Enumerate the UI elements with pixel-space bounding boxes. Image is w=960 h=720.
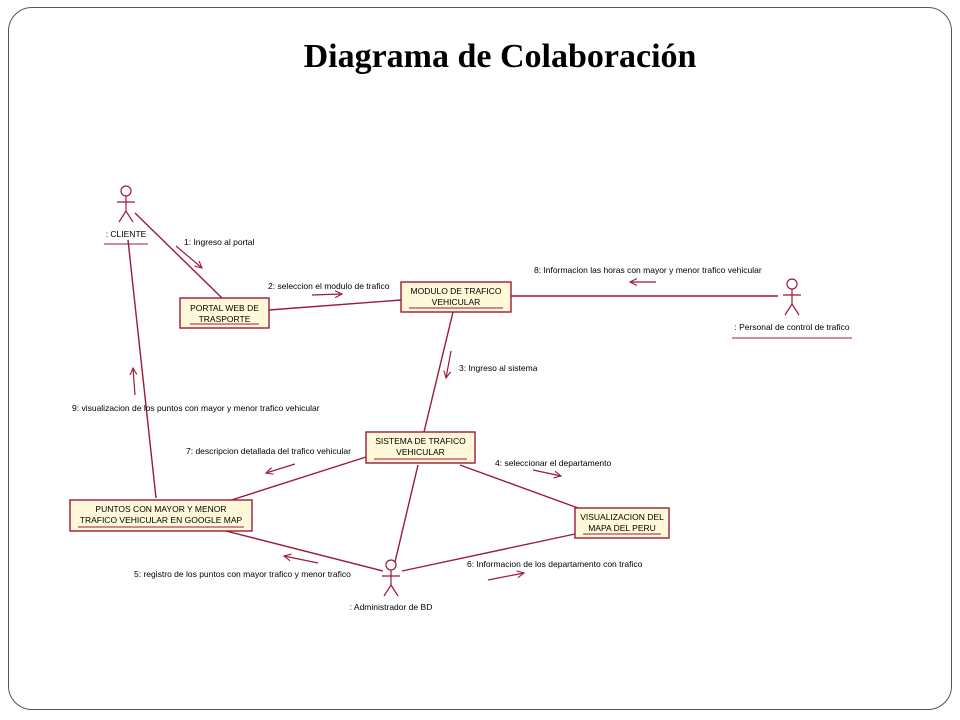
actor-personal[interactable]: : Personal de control de trafico (732, 278, 852, 339)
object-mapa[interactable]: VISUALIZACION DEL MAPA DEL PERU (574, 507, 670, 539)
message-3: 3: Ingreso al sistema (459, 363, 538, 373)
object-modulo-line1: MODULO DE TRAFICO (411, 286, 502, 296)
message-7: 7: descripcion detallada del trafico veh… (186, 446, 351, 456)
object-portal-line1: PORTAL WEB DE (190, 303, 259, 313)
actor-admin-label: : Administrador de BD (350, 602, 433, 612)
link-sistema-puntos (221, 456, 367, 504)
actor-personal-label: : Personal de control de trafico (734, 322, 850, 332)
actor-personal-icon (783, 278, 801, 316)
link-portal-modulo (268, 299, 402, 311)
actor-cliente-label: : CLIENTE (106, 229, 147, 239)
link-cliente-puntos (127, 239, 157, 499)
actor-cliente[interactable]: : CLIENTE (104, 185, 148, 245)
link-sistema-mapa (459, 464, 579, 509)
object-modulo[interactable]: MODULO DE TRAFICO VEHICULAR (400, 281, 512, 313)
object-modulo-line2: VEHICULAR (432, 297, 481, 307)
message-arrows (133, 245, 656, 581)
link-sistema-admin (394, 464, 419, 563)
object-mapa-line1: VISUALIZACION DEL (580, 512, 664, 522)
object-puntos-line2: TRAFICO VEHICULAR EN GOOGLE MAP (80, 515, 243, 525)
message-9: 9: visualizacion de los puntos con mayor… (72, 403, 320, 413)
actor-admin-icon (382, 559, 400, 597)
message-6: 6: Informacion de los departamento con t… (467, 559, 643, 569)
actor-admin[interactable]: : Administrador de BD (350, 559, 433, 612)
arrow-m1 (175, 245, 202, 268)
link-puntos-admin (221, 529, 384, 572)
arrow-m3 (446, 350, 452, 378)
arrow-m2 (311, 294, 342, 295)
object-sistema[interactable]: SISTEMA DE TRAFICO VEHICULAR (365, 431, 476, 464)
arrow-m4 (532, 469, 561, 476)
message-8: 8: Informacion las horas con mayor y men… (534, 265, 762, 275)
arrow-m5 (284, 556, 319, 564)
actor-cliente-icon (117, 185, 135, 223)
arrow-m6 (487, 573, 524, 581)
message-labels: 1: Ingreso al portal 2: seleccion el mod… (72, 237, 762, 579)
object-sistema-line1: SISTEMA DE TRAFICO (375, 436, 466, 446)
object-sistema-line2: VEHICULAR (396, 447, 445, 457)
object-mapa-line2: MAPA DEL PERU (588, 523, 656, 533)
message-4: 4: seleccionar el departamento (495, 458, 612, 468)
slide-title: Diagrama de Colaboración (303, 38, 697, 75)
message-2: 2: seleccion el modulo de trafico (268, 281, 390, 291)
link-modulo-sistema (423, 311, 454, 433)
message-1: 1: Ingreso al portal (184, 237, 255, 247)
object-portal-line2: TRASPORTE (199, 314, 251, 324)
arrow-m9 (133, 368, 135, 396)
object-puntos-line1: PUNTOS CON MAYOR Y MENOR (95, 504, 226, 514)
object-puntos[interactable]: PUNTOS CON MAYOR Y MENOR TRAFICO VEHICUL… (69, 499, 253, 532)
slide-frame (8, 7, 952, 710)
link-cliente-portal (134, 212, 223, 299)
message-5: 5: registro de los puntos con mayor traf… (134, 569, 351, 579)
links (127, 212, 778, 572)
arrow-m7 (266, 463, 296, 473)
object-portal[interactable]: PORTAL WEB DE TRASPORTE (179, 297, 270, 329)
link-mapa-admin (401, 533, 576, 572)
